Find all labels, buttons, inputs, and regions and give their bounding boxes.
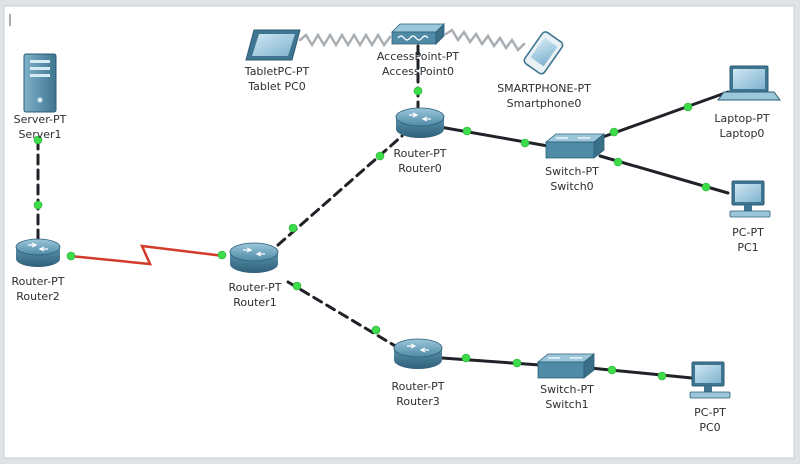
port-light: [461, 353, 471, 363]
port-light: [701, 182, 711, 192]
device-name-label: Server1: [18, 128, 61, 141]
port-light: [33, 200, 43, 210]
port-light: [609, 127, 619, 137]
device-accesspoint0[interactable]: AccessPoint-PT AccessPoint0: [377, 23, 460, 78]
device-name-label: PC1: [737, 241, 758, 254]
device-router0[interactable]: Router-PT Router0: [393, 107, 447, 175]
switch-icon: [536, 353, 596, 379]
port-light: [607, 365, 617, 375]
access-point-icon: [391, 23, 445, 45]
port-light: [217, 250, 227, 260]
port-light: [520, 138, 530, 148]
device-name-label: Switch1: [545, 398, 588, 411]
port-light: [371, 325, 381, 335]
device-switch1[interactable]: Switch-PT Switch1: [536, 353, 596, 411]
device-tablet0[interactable]: TabletPC-PT Tablet PC0: [244, 29, 310, 93]
link-router3-switch1[interactable]: [440, 356, 542, 367]
device-type-label: PC-PT: [694, 406, 726, 419]
wireless-link-smartphone0: [444, 28, 526, 53]
device-name-label: Router3: [396, 395, 439, 408]
device-name-label: AccessPoint0: [382, 65, 454, 78]
router-icon: [229, 242, 279, 273]
device-name-label: Router1: [233, 296, 276, 309]
pc-icon: [689, 361, 731, 399]
device-type-label: Switch-PT: [545, 165, 599, 178]
laptop-icon: [717, 65, 781, 101]
device-smartphone0[interactable]: SMARTPHONE-PT Smartphone0: [497, 30, 591, 110]
port-light: [375, 151, 385, 161]
device-type-label: Router-PT: [391, 380, 444, 393]
port-light: [413, 86, 423, 96]
device-name-label: PC0: [699, 421, 720, 434]
device-pc1[interactable]: PC-PT PC1: [729, 180, 771, 254]
device-pc0[interactable]: PC-PT PC0: [689, 361, 731, 434]
device-server1[interactable]: Server-PT Server1: [14, 53, 67, 141]
device-name-label: Router2: [16, 290, 59, 303]
workspace-background: [3, 5, 795, 459]
port-light: [292, 281, 302, 291]
link-router2-router1-serial[interactable]: [68, 244, 226, 266]
device-type-label: Laptop-PT: [714, 112, 769, 125]
device-name-label: Router0: [398, 162, 441, 175]
router-icon: [395, 107, 445, 138]
port-light: [512, 358, 522, 368]
device-router3[interactable]: Router-PT Router3: [391, 338, 445, 408]
device-type-label: Server-PT: [14, 113, 67, 126]
device-type-label: Switch-PT: [540, 383, 594, 396]
tablet-icon: [245, 29, 301, 61]
pc-icon: [729, 180, 771, 218]
device-laptop0[interactable]: Laptop-PT Laptop0: [714, 65, 781, 140]
port-light: [683, 102, 693, 112]
device-type-label: PC-PT: [732, 226, 764, 239]
device-type-label: Router-PT: [393, 147, 446, 160]
wireless-link-tablet0: [298, 32, 392, 48]
port-light: [66, 251, 76, 261]
port-light: [462, 126, 472, 136]
links: [36, 28, 730, 380]
link-switch0-laptop0[interactable]: [598, 90, 730, 140]
link-router1-router3[interactable]: [286, 280, 404, 352]
link-switch1-pc0[interactable]: [588, 366, 694, 380]
router-icon: [15, 238, 61, 267]
smartphone-icon: [523, 31, 564, 75]
device-name-label: Tablet PC0: [247, 80, 306, 93]
device-router2[interactable]: Router-PT Router2: [11, 238, 65, 303]
port-light: [33, 135, 43, 145]
server-icon: [23, 53, 57, 113]
port-light: [657, 371, 667, 381]
device-name-label: Switch0: [550, 180, 593, 193]
port-light: [288, 223, 298, 233]
port-lights: [33, 86, 711, 381]
device-name-label: Laptop0: [720, 127, 765, 140]
device-name-label: Smartphone0: [507, 97, 582, 110]
device-type-label: Router-PT: [11, 275, 64, 288]
link-router0-switch0[interactable]: [438, 125, 550, 148]
port-light: [613, 157, 623, 167]
router-icon: [393, 338, 443, 369]
device-type-label: Router-PT: [228, 281, 281, 294]
device-switch0[interactable]: Switch-PT Switch0: [544, 133, 606, 193]
device-type-label: AccessPoint-PT: [377, 50, 460, 63]
device-type-label: TabletPC-PT: [244, 65, 310, 78]
device-router1[interactable]: Router-PT Router1: [228, 242, 282, 309]
switch-icon: [544, 133, 606, 159]
device-type-label: SMARTPHONE-PT: [497, 82, 591, 95]
